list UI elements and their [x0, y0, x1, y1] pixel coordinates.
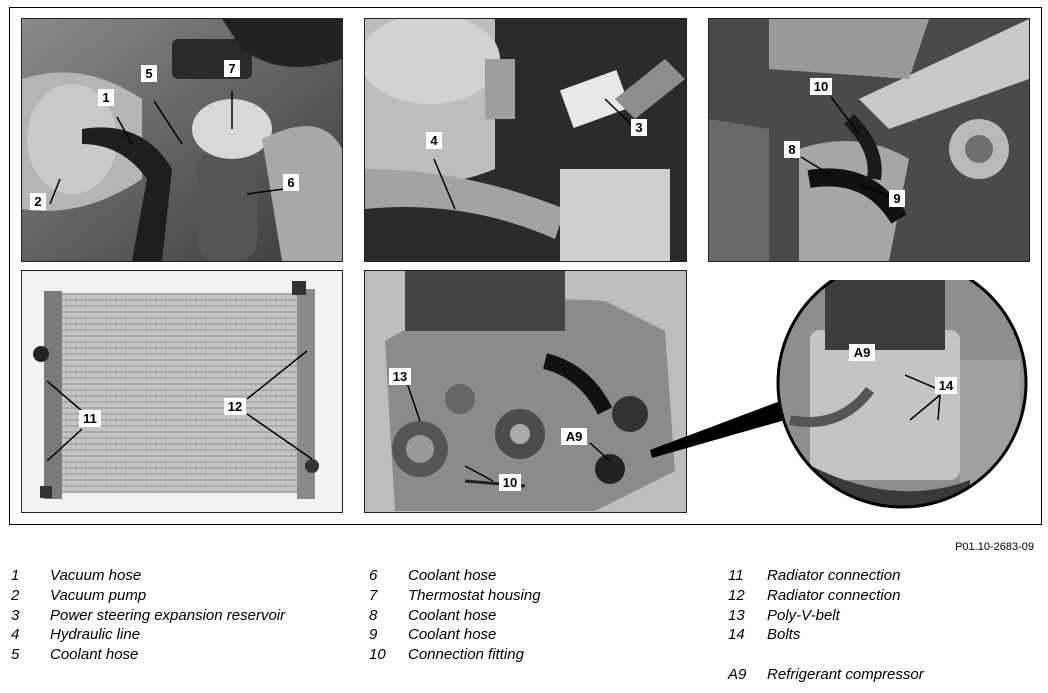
legend-number: 4	[11, 626, 20, 644]
photo-engine-front: 13 A9 10	[364, 270, 687, 513]
callout-5: 5	[141, 65, 157, 82]
legend-number: 14	[728, 626, 745, 644]
callout-6: 6	[283, 174, 299, 191]
legend-item: 2 Vacuum pump	[11, 586, 285, 606]
legend-item: 10 Connection fitting	[369, 645, 541, 665]
callout-10-bottom-label: 10	[503, 475, 517, 490]
photo-radiator-image: 11 12	[22, 271, 342, 512]
callout-8: 8	[784, 141, 800, 158]
legend-item: 3 Power steering expansion reservoir	[11, 606, 285, 626]
legend-number: 10	[369, 646, 386, 664]
legend-item: 4 Hydraulic line	[11, 625, 285, 645]
legend-text: Radiator connection	[767, 586, 901, 604]
callout-3-label: 3	[635, 120, 642, 135]
legend-item: 8 Coolant hose	[369, 606, 541, 626]
legend-number: 9	[369, 626, 378, 644]
legend-item: 9 Coolant hose	[369, 625, 541, 645]
photo-steering-reservoir: 3 4	[364, 18, 687, 262]
legend-item: 5 Coolant hose	[11, 645, 285, 665]
callout-12-label: 12	[228, 399, 242, 414]
callout-4-label: 4	[430, 133, 438, 148]
legend-text: Vacuum pump	[50, 586, 147, 604]
callout-11: 11	[79, 410, 101, 427]
legend-item: 12 Radiator connection	[728, 586, 924, 606]
legend-text: Connection fitting	[408, 646, 524, 664]
legend-spacer	[728, 645, 924, 665]
legend-item: 7 Thermostat housing	[369, 586, 541, 606]
figure-id: P01.10-2683-09	[955, 541, 1034, 553]
callout-3: 3	[631, 119, 647, 136]
callout-2-label: 2	[34, 194, 41, 209]
callout-1: 1	[98, 89, 114, 106]
legend-number: 6	[369, 567, 378, 584]
legend-number: 13	[728, 606, 745, 624]
callout-13: 13	[389, 368, 411, 385]
legend-text: Poly-V-belt	[767, 606, 840, 624]
callout-6-label: 6	[287, 175, 294, 190]
callout-9-label: 9	[893, 191, 900, 206]
callout-A9-zoom: A9	[849, 344, 875, 361]
callout-4: 4	[426, 132, 442, 149]
photo-steering-reservoir-image: 3 4	[365, 19, 686, 261]
callout-9: 9	[889, 190, 905, 207]
legend-item: 14 Bolts	[728, 625, 924, 645]
legend-item: 6 Coolant hose	[369, 566, 541, 586]
legend-number: 1	[11, 567, 20, 584]
legend-number: 11	[728, 567, 744, 584]
callout-A9: A9	[561, 428, 587, 445]
photo-thermostat-area: 1 2 5 6 7	[21, 18, 343, 262]
legend-text: Coolant hose	[408, 567, 497, 584]
callout-5-label: 5	[145, 66, 152, 81]
legend-item: 13 Poly-V-belt	[728, 606, 924, 626]
callout-7-label: 7	[228, 61, 235, 76]
callout-10-label: 10	[814, 79, 828, 94]
legend-text: Hydraulic line	[50, 626, 141, 644]
photo-engine-front-image: 13 A9 10	[365, 271, 686, 512]
zoom-detail: A9 14	[650, 280, 1028, 509]
legend-item: 1 Vacuum hose	[11, 566, 285, 586]
legend-text: Power steering expansion reservoir	[50, 606, 286, 624]
legend-text: Coolant hose	[50, 646, 139, 664]
callout-1-label: 1	[102, 90, 109, 105]
callout-12: 12	[224, 398, 246, 415]
legend-text: Bolts	[767, 626, 801, 644]
callout-2: 2	[30, 193, 46, 210]
legend-number: A9	[728, 665, 747, 683]
legend-column-1: 1 Vacuum hose 2 Vacuum pump 3 Power steerin…	[11, 566, 285, 665]
legend-number: 2	[11, 586, 20, 604]
callout-11-label: 11	[83, 411, 97, 426]
photo-coolant-hoses: 10 8 9	[708, 18, 1030, 262]
callout-7: 7	[224, 60, 240, 77]
photo-radiator: 11 12	[21, 270, 343, 513]
callout-10: 10	[810, 78, 832, 95]
legend-text: Thermostat housing	[408, 586, 541, 604]
callout-10-bottom: 10	[499, 474, 521, 491]
legend-text: Refrigerant compressor	[767, 665, 924, 683]
callout-14: 14	[935, 377, 957, 394]
legend-item: 11 Radiator connection	[728, 566, 924, 586]
legend-item: A9 Refrigerant compressor	[728, 665, 924, 685]
callout-A9-zoom-label: A9	[854, 345, 871, 360]
callout-A9-label: A9	[566, 429, 583, 444]
photo-thermostat-area-image: 1 2 5 6 7	[22, 19, 342, 261]
legend-number: 7	[369, 586, 378, 604]
legend-number: 8	[369, 606, 378, 624]
callout-13-label: 13	[393, 369, 407, 384]
legend-text: Coolant hose	[408, 626, 497, 644]
callout-14-label: 14	[939, 378, 954, 393]
photo-coolant-hoses-image: 10 8 9	[709, 19, 1029, 261]
legend-text: Vacuum hose	[50, 567, 142, 584]
legend-number: 5	[11, 646, 20, 664]
legend-number: 12	[728, 586, 745, 604]
callout-8-label: 8	[788, 142, 795, 157]
legend-text: Coolant hose	[408, 606, 497, 624]
legend-number: 3	[11, 606, 20, 624]
legend-text: Radiator connection	[767, 567, 901, 584]
